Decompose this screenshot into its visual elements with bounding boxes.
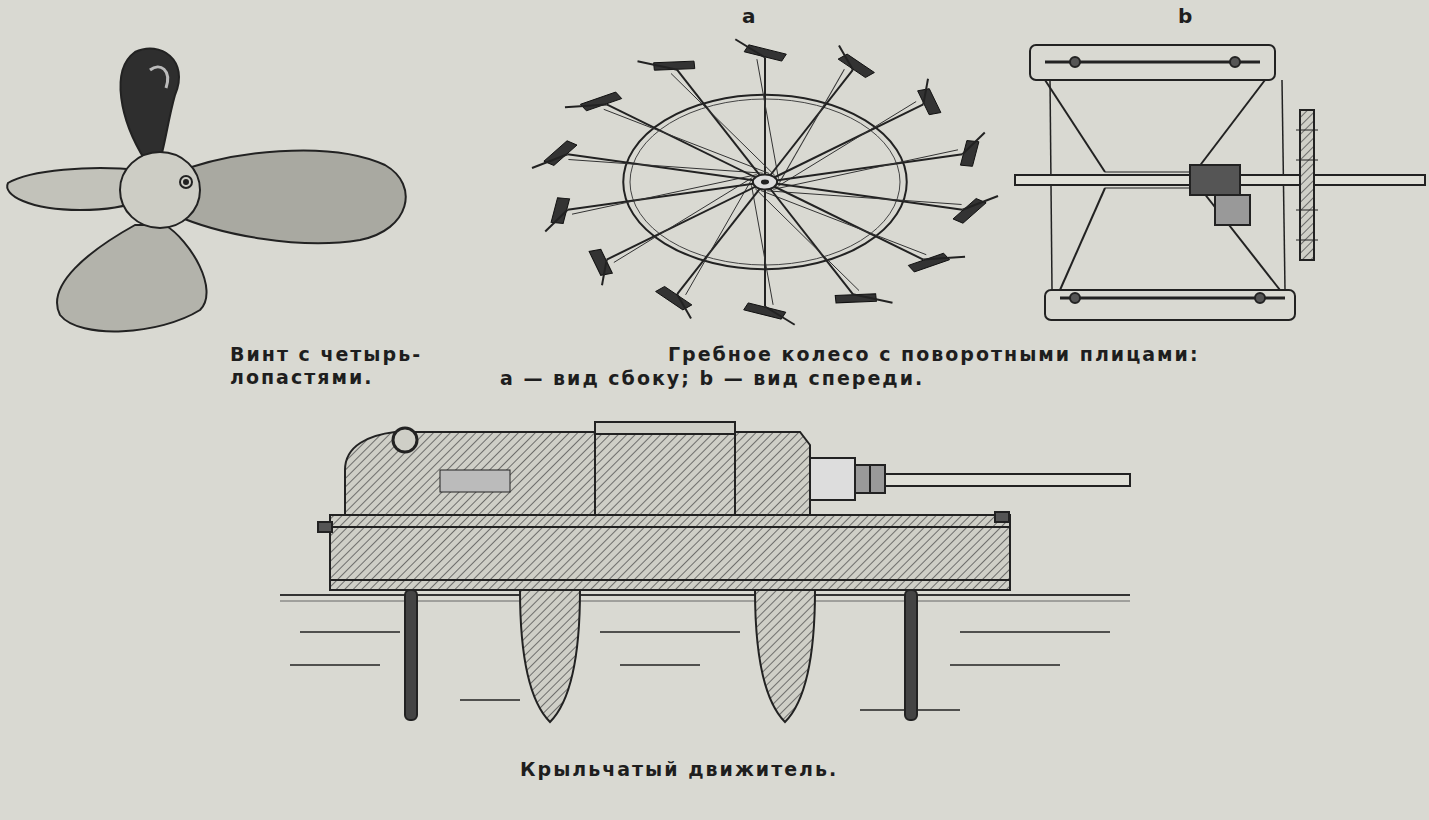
figure-caption: Крыльчатый движитель. (520, 758, 838, 781)
figure-caption: Гребное колесо с поворотными плицами: (668, 343, 1200, 366)
view-letter: a (742, 4, 758, 28)
paddle-wheel-front (1015, 45, 1425, 320)
cycloidal-propeller (280, 422, 1130, 722)
figure-caption: а — вид сбоку; b — вид спереди. (500, 367, 924, 390)
view-letter: b (1178, 4, 1194, 28)
propeller (7, 49, 406, 332)
paddle-wheel-side (532, 39, 998, 325)
figure-caption: Винт с четырь- лопастями. (230, 343, 470, 389)
